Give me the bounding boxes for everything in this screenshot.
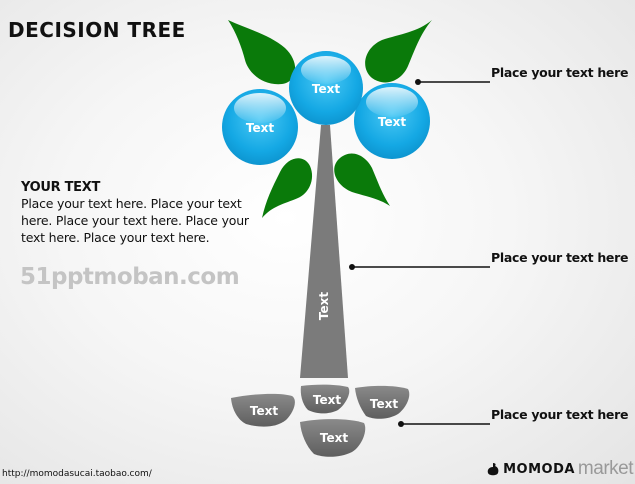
side-heading: YOUR TEXT — [21, 180, 101, 195]
trunk — [300, 125, 348, 378]
root-left[interactable]: Text — [231, 393, 295, 427]
callout-label-1: Place your text here — [491, 65, 629, 80]
watermark: 51pptmoban.com — [20, 264, 240, 290]
callout-connector-3 — [398, 421, 490, 427]
root-left-label: Text — [250, 404, 278, 418]
root-right-label: Text — [370, 397, 398, 411]
circle-left[interactable]: Text — [222, 89, 298, 165]
circle-right-label: Text — [378, 115, 406, 129]
footer-url[interactable]: http://momodasucai.taobao.com/ — [2, 469, 152, 479]
leaf-bottom-right — [334, 153, 390, 206]
leaf-top-left — [228, 20, 296, 85]
root-bottom[interactable]: Text — [300, 419, 366, 457]
circle-center-label: Text — [312, 82, 340, 96]
circle-left-label: Text — [246, 121, 274, 135]
callout-connector-1 — [415, 79, 490, 85]
root-center-top-label: Text — [313, 393, 341, 407]
circle-right[interactable]: Text — [354, 83, 430, 159]
root-right[interactable]: Text — [355, 385, 410, 419]
side-body: Place your text here. Place your text he… — [21, 196, 249, 245]
side-text-block: YOUR TEXT Place your text here. Place yo… — [21, 180, 251, 246]
callout-label-3: Place your text here — [491, 407, 629, 422]
leaf-bottom-left — [262, 158, 313, 218]
callout-connector-2 — [349, 264, 490, 270]
page-title: DECISION TREE — [8, 18, 186, 42]
logo-suffix: market — [577, 458, 634, 479]
root-bottom-label: Text — [320, 431, 348, 445]
logo-mark-icon — [487, 463, 499, 476]
trunk-label: Text — [317, 292, 331, 320]
leaf-top-right — [365, 20, 432, 83]
logo-brand: MOMODA — [503, 461, 575, 477]
root-center-top[interactable]: Text — [300, 384, 350, 414]
callout-label-2: Place your text here — [491, 250, 629, 265]
momoda-logo: MOMODA market — [486, 458, 634, 480]
circle-center[interactable]: Text — [289, 51, 363, 125]
